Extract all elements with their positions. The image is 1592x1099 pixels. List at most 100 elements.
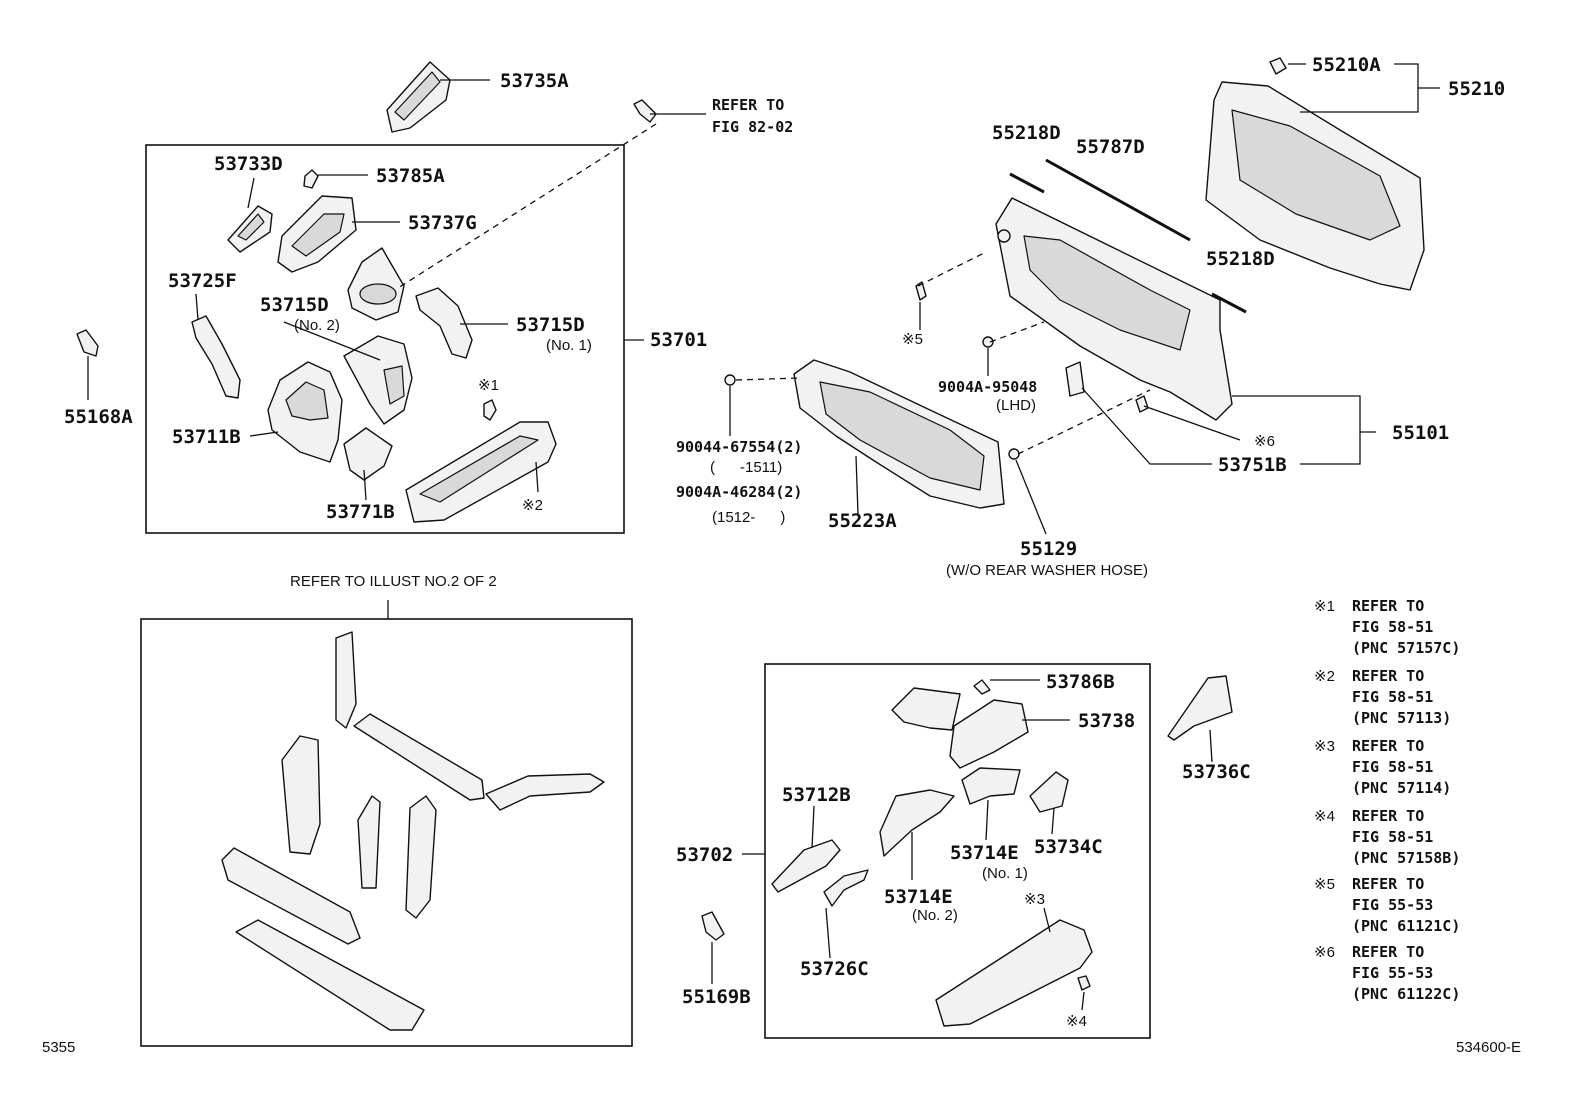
part-53715D-no2-drawing	[343, 335, 413, 425]
part-front-side-member-drawing	[405, 421, 557, 523]
part-ref4-clip-drawing	[1077, 975, 1091, 991]
label-refer-illust: REFER TO ILLUST NO.2 OF 2	[290, 573, 497, 590]
label-90044-67554-sub: ( -1511)	[710, 459, 782, 476]
footnote-line2: FIG 55-53	[1352, 896, 1433, 914]
part-9004A-95048-drawing	[982, 336, 994, 348]
label-55169B: 55169B	[682, 986, 751, 1008]
footnote-line1: REFER TO	[1352, 597, 1424, 615]
part-front-side-member-rh-drawing	[935, 919, 1093, 1027]
label-55210A: 55210A	[1312, 54, 1381, 76]
label-53751B: 53751B	[1218, 454, 1287, 476]
part-53735A-drawing	[386, 61, 451, 133]
footnote-3: ※3 REFER TO FIG 58-51 (PNC 57114)	[1314, 737, 1451, 797]
footnote-mark: ※3	[1314, 738, 1335, 755]
strip-55218D-a-drawing	[1009, 172, 1045, 194]
label-9004A-95048-sub: (LHD)	[996, 397, 1036, 414]
label-53715D-no2-sub: (No. 2)	[294, 317, 340, 334]
label-53726C: 53726C	[800, 958, 869, 980]
label-53714E-no1-sub: (No. 1)	[982, 865, 1028, 882]
footnote-4: ※4 REFER TO FIG 58-51 (PNC 57158B)	[1314, 807, 1460, 867]
label-53738: 53738	[1078, 710, 1135, 732]
label-53725F: 53725F	[168, 270, 237, 292]
part-53711B-drawing	[267, 361, 343, 463]
footnote-mark: ※6	[1314, 944, 1335, 961]
footnote-line3: (PNC 57114)	[1352, 779, 1451, 797]
label-55218D-b: 55218D	[1206, 248, 1275, 270]
label-55101: 55101	[1392, 422, 1449, 444]
footnote-line1: REFER TO	[1352, 875, 1424, 893]
footnote-mark: ※5	[1314, 876, 1335, 893]
group-box-53701	[145, 144, 625, 534]
part-ref5-clip-drawing	[915, 281, 927, 301]
label-55223A: 55223A	[828, 510, 897, 532]
part-53734C-drawing	[1029, 771, 1069, 813]
part-55168A-drawing	[76, 329, 99, 357]
label-55129: 55129	[1020, 538, 1077, 560]
part-90044-67554-drawing	[724, 374, 736, 386]
part-fig82-clip-drawing	[633, 99, 657, 123]
label-refer-fig-82-line2: FIG 82-02	[712, 118, 793, 136]
strip-55787D-drawing	[1045, 158, 1191, 242]
footnote-6: ※6 REFER TO FIG 55-53 (PNC 61122C)	[1314, 943, 1460, 1003]
label-53701: 53701	[650, 329, 707, 351]
label-ref1: ※1	[478, 377, 499, 394]
part-53736C-drawing	[1167, 675, 1233, 741]
label-53786B: 53786B	[1046, 671, 1115, 693]
footnote-mark: ※4	[1314, 808, 1335, 825]
label-53714E-no1: 53714E	[950, 842, 1019, 864]
footnote-line1: REFER TO	[1352, 807, 1424, 825]
leader-lines	[87, 63, 1440, 1011]
footnote-line3: (PNC 57158B)	[1352, 849, 1460, 867]
part-53714E-no1-drawing	[961, 767, 1021, 805]
footnote-5: ※5 REFER TO FIG 55-53 (PNC 61121C)	[1314, 875, 1460, 935]
footnote-line3: (PNC 57157C)	[1352, 639, 1460, 657]
page-number-left: 5355	[42, 1039, 75, 1056]
part-55129-drawing	[1008, 448, 1020, 460]
label-ref5: ※5	[902, 331, 923, 348]
part-53715D-no1-drawing	[415, 287, 473, 359]
part-53726C-drawing	[823, 869, 869, 907]
label-90044-67554: 90044-67554(2)	[676, 438, 802, 456]
label-ref4: ※4	[1066, 1013, 1087, 1030]
part-53733D-drawing	[227, 205, 273, 253]
part-53714E-no2-drawing	[879, 789, 955, 857]
group-box-53702	[764, 663, 1151, 1039]
footnote-line1: REFER TO	[1352, 943, 1424, 961]
footnote-mark: ※1	[1314, 598, 1335, 615]
label-refer-fig-82-line1: REFER TO	[712, 96, 784, 114]
part-53737G-drawing	[277, 195, 357, 273]
label-53735A: 53735A	[500, 70, 569, 92]
part-shock-tower-rh-drawing	[891, 687, 961, 731]
footnote-line3: (PNC 61121C)	[1352, 917, 1460, 935]
footnote-line3: (PNC 61122C)	[1352, 985, 1460, 1003]
footnote-line3: (PNC 57113)	[1352, 709, 1451, 727]
label-53734C: 53734C	[1034, 836, 1103, 858]
footnote-line2: FIG 58-51	[1352, 828, 1433, 846]
footnote-line1: REFER TO	[1352, 737, 1424, 755]
part-ref1-clip-drawing	[483, 399, 497, 421]
part-55210-silencer-drawing	[1205, 81, 1425, 291]
part-shock-tower-drawing	[347, 247, 405, 321]
label-53715D-no1: 53715D	[516, 314, 585, 336]
footnotes: ※1 REFER TO FIG 58-51 (PNC 57157C) ※2 RE…	[1314, 597, 1460, 1003]
label-53736C: 53736C	[1182, 761, 1251, 783]
part-55169B-drawing	[701, 911, 725, 941]
label-9004A-95048: 9004A-95048	[938, 378, 1037, 396]
part-53725F-drawing	[191, 315, 241, 399]
label-9004A-46284-sub: (1512- )	[712, 509, 785, 526]
footnote-line1: REFER TO	[1352, 667, 1424, 685]
part-53738-drawing	[949, 699, 1029, 769]
strip-55218D-b-drawing	[1211, 292, 1247, 314]
footnote-1: ※1 REFER TO FIG 58-51 (PNC 57157C)	[1314, 597, 1460, 657]
part-55101-dash-panel-drawing	[995, 197, 1233, 421]
label-53711B: 53711B	[172, 426, 241, 448]
label-53715D-no1-sub: (No. 1)	[546, 337, 592, 354]
group-box-radiator-support	[140, 618, 633, 1047]
part-53771B-drawing	[343, 427, 393, 481]
part-55223A-insulator-drawing	[793, 359, 1005, 509]
label-53715D-no2: 53715D	[260, 294, 329, 316]
part-53785A-drawing	[303, 169, 319, 189]
part-ref6-clip-drawing	[1135, 395, 1149, 413]
footnote-mark: ※2	[1314, 668, 1335, 685]
